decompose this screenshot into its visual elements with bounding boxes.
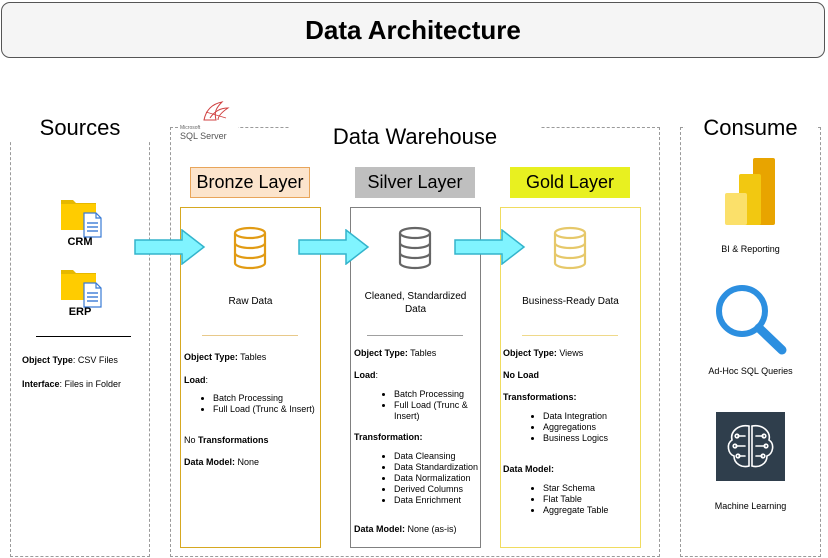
gold-divider — [522, 335, 618, 336]
list-item: Star Schema — [543, 483, 643, 494]
gold-caption: Business-Ready Data — [522, 296, 619, 307]
silver-load: Load: — [354, 370, 379, 380]
flow-arrow-sources-to-bronze — [134, 229, 206, 265]
folder-file-icon — [60, 266, 106, 308]
source-label-crm: CRM — [67, 236, 93, 248]
folder-file-icon — [60, 196, 106, 238]
consume-label-sql: Ad-Hoc SQL Queries — [708, 366, 793, 376]
sql-server-logo: Microsoft SQL Server — [178, 100, 238, 141]
list-item: Data Integration — [543, 411, 643, 422]
bronze-caption: Raw Data — [228, 296, 273, 307]
gold-transform-list: Data Integration Aggregations Business L… — [533, 411, 643, 444]
list-item: Data Standardization — [394, 462, 490, 473]
sources-section — [10, 127, 150, 557]
silver-layer-heading: Silver Layer — [355, 167, 475, 198]
bronze-object-type: Object Type: Tables — [184, 352, 267, 362]
gold-layer-box — [500, 207, 641, 548]
bronze-layer-heading: Bronze Layer — [190, 167, 310, 198]
flow-arrow-silver-to-gold — [454, 229, 526, 265]
power-bi-icon — [724, 157, 778, 227]
database-icon — [232, 226, 268, 270]
list-item: Full Load (Trunc & Insert) — [394, 400, 486, 422]
sources-heading: Sources — [10, 115, 150, 141]
sources-object-type: Object Type: CSV Files — [22, 355, 118, 365]
silver-transformation: Transformation: — [354, 432, 423, 442]
gold-model-list: Star Schema Flat Table Aggregate Table — [533, 483, 643, 516]
flow-arrow-bronze-to-silver — [298, 229, 370, 265]
brain-circuit-icon — [716, 412, 785, 481]
bronze-load-list: Batch Processing Full Load (Trunc & Inse… — [203, 393, 323, 415]
bronze-load: Load: — [184, 375, 209, 385]
silver-load-list: Batch Processing Full Load (Trunc & Inse… — [384, 389, 486, 422]
list-item: Aggregate Table — [543, 505, 643, 516]
silver-object-type: Object Type: Tables — [354, 348, 437, 358]
list-item: Flat Table — [543, 494, 643, 505]
silver-divider — [367, 335, 463, 336]
diagram-title: Data Architecture — [1, 2, 825, 58]
bronze-divider — [202, 335, 298, 336]
sources-interface: Interface: Files in Folder — [22, 379, 122, 389]
list-item: Batch Processing — [394, 389, 486, 400]
consume-label-ml: Machine Learning — [714, 501, 787, 511]
gold-layer-heading: Gold Layer — [510, 167, 630, 198]
list-item: Business Logics — [543, 433, 643, 444]
silver-layer-box — [350, 207, 481, 548]
bronze-transformations: No Transformations — [184, 435, 269, 445]
list-item: Data Cleansing — [394, 451, 490, 462]
list-item: Full Load (Trunc & Insert) — [213, 404, 323, 415]
list-item: Data Normalization — [394, 473, 490, 484]
silver-transform-list: Data Cleansing Data Standardization Data… — [384, 451, 490, 506]
sql-server-logo-small: Microsoft — [180, 125, 201, 131]
database-icon — [552, 226, 588, 270]
sources-divider — [36, 336, 131, 337]
magnifier-icon — [714, 284, 790, 356]
silver-data-model: Data Model: None (as-is) — [354, 524, 457, 534]
gold-transformations: Transformations: — [503, 392, 577, 402]
sql-server-logo-text: SQL Server — [180, 131, 227, 141]
gold-object-type: Object Type: Views — [503, 348, 584, 358]
list-item: Derived Columns — [394, 484, 490, 495]
list-item: Data Enrichment — [394, 495, 490, 506]
consume-label-bi: BI & Reporting — [721, 244, 780, 254]
list-item: Batch Processing — [213, 393, 323, 404]
warehouse-heading: Data Warehouse — [290, 124, 540, 150]
consume-heading: Consume — [685, 115, 816, 141]
bronze-layer-box — [180, 207, 321, 548]
gold-load: No Load — [503, 370, 539, 380]
list-item: Aggregations — [543, 422, 643, 433]
gold-data-model: Data Model: — [503, 464, 555, 474]
silver-caption: Cleaned, Standardized Data — [364, 291, 467, 315]
source-label-erp: ERP — [68, 306, 92, 318]
database-icon — [397, 226, 433, 270]
bronze-data-model: Data Model: None — [184, 457, 260, 467]
